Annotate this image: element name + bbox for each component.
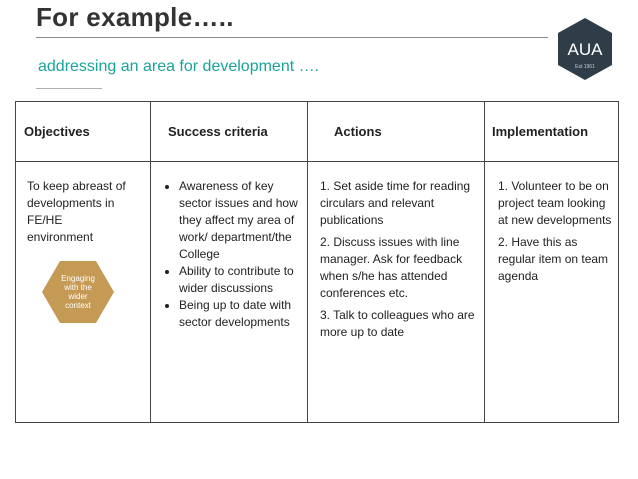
header-implementation: Implementation <box>492 124 589 139</box>
objectives-cell: To keep abreast of developments in FE/HE… <box>27 179 126 244</box>
implementation-item: 1. Volunteer to be on project team looki… <box>498 179 612 227</box>
success-criterion: Awareness of key sector issues and how t… <box>179 178 302 263</box>
header-actions: Actions <box>334 124 382 139</box>
actions-cell: 1. Set aside time for reading circulars … <box>320 178 478 346</box>
implementation-cell: 1. Volunteer to be on project team looki… <box>498 178 614 290</box>
logo-hexagon <box>558 18 612 80</box>
logo-tagline: Est 1961 <box>575 64 595 70</box>
header-success-criteria: Success criteria <box>168 124 268 139</box>
column-divider <box>484 102 485 422</box>
table-header-row <box>16 102 618 162</box>
success-criterion: Being up to date with sector development… <box>179 297 302 331</box>
implementation-item: 2. Have this as regular item on team age… <box>498 235 609 283</box>
badge-hexagon <box>42 261 114 323</box>
slide-subtitle: addressing an area for development …. <box>38 58 320 75</box>
action-item: 3. Talk to colleagues who are more up to… <box>320 308 475 339</box>
action-item: 2. Discuss issues with line manager. Ask… <box>320 235 463 300</box>
engaging-badge: Engaging with the wider context <box>41 260 115 324</box>
column-divider <box>150 102 151 422</box>
badge-line: wider <box>68 292 88 301</box>
development-plan-table: Objectives Success criteria Actions Impl… <box>15 101 619 423</box>
success-criteria-cell: Awareness of key sector issues and how t… <box>164 178 302 331</box>
aua-logo: AUA Est 1961 <box>555 16 615 82</box>
badge-line: Engaging <box>61 274 95 283</box>
badge-line: with the <box>64 283 92 292</box>
header-objectives: Objectives <box>24 124 90 139</box>
success-criterion: Ability to contribute to wider discussio… <box>179 263 302 297</box>
title-divider <box>36 37 548 38</box>
logo-name: AUA <box>568 40 604 59</box>
column-divider <box>307 102 308 422</box>
subtitle-divider <box>36 88 102 89</box>
action-item: 1. Set aside time for reading circulars … <box>320 179 471 227</box>
badge-line: context <box>65 301 91 310</box>
slide-title: For example….. <box>36 2 234 32</box>
badge-label: Engaging with the wider context <box>41 260 115 324</box>
